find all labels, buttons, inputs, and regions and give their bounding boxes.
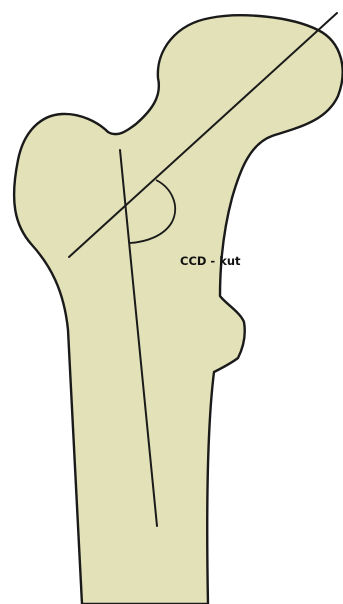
ccd-angle-label: CCD - kut xyxy=(180,254,241,268)
femur-bone-shape xyxy=(14,15,343,604)
